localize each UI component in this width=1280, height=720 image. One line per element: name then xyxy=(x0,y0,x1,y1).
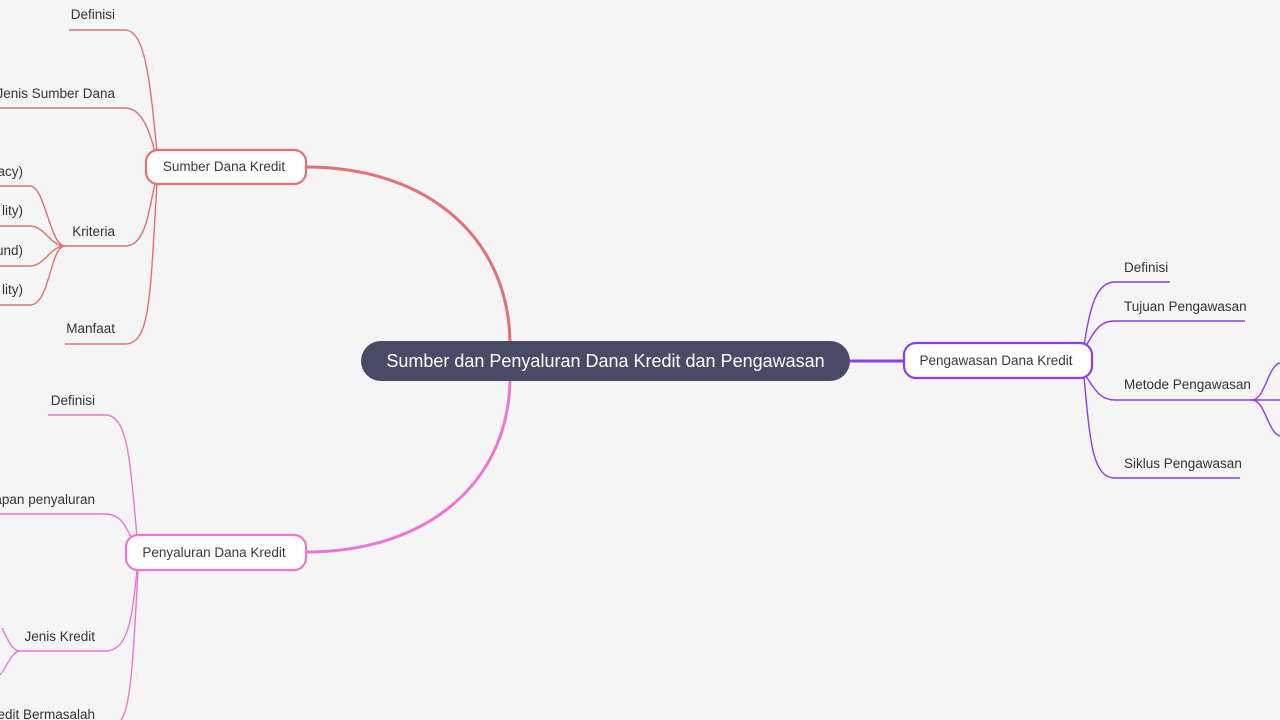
topic-sumber-definisi[interactable]: Definisi xyxy=(71,7,115,22)
sumber-connectors xyxy=(0,29,158,345)
node-penyaluran-dana-kredit[interactable]: Penyaluran Dana Kredit xyxy=(124,533,308,572)
penyaluran-connectors xyxy=(0,414,139,720)
topic-jenis-sumber-dana[interactable]: Jenis Sumber Dana xyxy=(0,86,115,101)
node-sumber-dana-kredit[interactable]: Sumber Dana Kredit xyxy=(144,148,308,186)
topic-metode-pengawasan[interactable]: Metode Pengawasan xyxy=(1124,377,1251,392)
central-node[interactable]: Sumber dan Penyaluran Dana Kredit dan Pe… xyxy=(361,341,850,381)
connector-penyaluran xyxy=(305,376,512,554)
topic-jenis-kredit[interactable]: Jenis Kredit xyxy=(24,629,95,644)
connector-sumber xyxy=(305,165,512,346)
topic-tahapan-penyaluran[interactable]: apan penyaluran xyxy=(0,492,95,507)
topic-kriteria-4[interactable]: lity) xyxy=(2,282,23,297)
topic-kredit-bermasalah[interactable]: edit Bermasalah xyxy=(0,707,95,720)
topic-tujuan-pengawasan[interactable]: Tujuan Pengawasan xyxy=(1124,299,1247,314)
central-node-label: Sumber dan Penyaluran Dana Kredit dan Pe… xyxy=(386,351,824,371)
topic-kriteria-3[interactable]: und) xyxy=(0,243,23,258)
topic-siklus-pengawasan[interactable]: Siklus Pengawasan xyxy=(1124,456,1242,471)
node-label: Penyaluran Dana Kredit xyxy=(142,545,286,560)
node-label: Pengawasan Dana Kredit xyxy=(919,353,1072,368)
topic-penyaluran-definisi[interactable]: Definisi xyxy=(51,393,95,408)
topic-manfaat[interactable]: Manfaat xyxy=(66,321,115,336)
topic-kriteria-2[interactable]: lity) xyxy=(2,203,23,218)
node-label: Sumber Dana Kredit xyxy=(163,159,286,174)
topic-pengawasan-definisi[interactable]: Definisi xyxy=(1124,260,1168,275)
topic-kriteria[interactable]: Kriteria xyxy=(72,224,115,239)
pengawasan-connectors xyxy=(1083,281,1280,479)
node-pengawasan-dana-kredit[interactable]: Pengawasan Dana Kredit xyxy=(902,341,1094,380)
topic-kriteria-1[interactable]: acy) xyxy=(0,164,23,179)
